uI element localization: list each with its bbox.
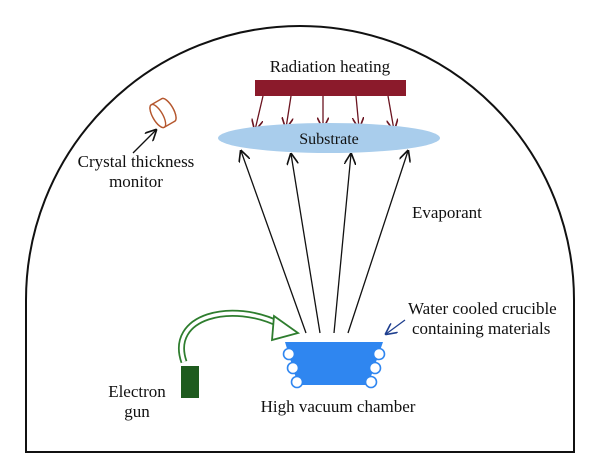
crystal-monitor-icon xyxy=(149,97,177,129)
substrate-ellipse xyxy=(218,123,440,153)
crucible-pointer-arrow xyxy=(386,319,406,334)
coil-left xyxy=(290,375,304,389)
chamber-label: High vacuum chamber xyxy=(261,397,416,416)
crystal-label-line2: monitor xyxy=(109,172,163,191)
crucible-label-line2: containing materials xyxy=(412,319,550,338)
evaporant-label: Evaporant xyxy=(412,203,482,222)
coil-right xyxy=(372,347,386,361)
evaporant-arrow xyxy=(291,154,321,334)
coil-right xyxy=(364,375,378,389)
substrate-label: Substrate xyxy=(299,131,359,148)
heat-arrow xyxy=(286,95,291,128)
cooling-coils xyxy=(282,347,386,389)
heat-arrow xyxy=(388,95,394,130)
electron-label-line1: Electron xyxy=(108,382,166,401)
coil-left xyxy=(282,347,296,361)
crystal-pointer-arrow xyxy=(132,130,156,154)
electron-gun xyxy=(181,366,199,398)
evaporant-arrow xyxy=(333,154,351,334)
vacuum-chamber-outline xyxy=(25,25,575,453)
electron-label-line2: gun xyxy=(124,402,150,421)
electron-beam-arrow xyxy=(178,309,301,364)
evaporant-arrow xyxy=(347,151,408,334)
coil-right xyxy=(368,361,382,375)
heat-arrow xyxy=(356,95,359,128)
coil-left xyxy=(286,361,300,375)
crucible-label-line1: Water cooled crucible xyxy=(408,299,557,318)
heat-arrow xyxy=(255,95,264,130)
evaporant-arrows xyxy=(241,151,408,334)
radiation-heater-bar xyxy=(255,80,406,96)
crystal-label-line1: Crystal thickness xyxy=(78,152,195,171)
radiation-heating-label: Radiation heating xyxy=(270,57,391,76)
heat-arrows xyxy=(255,95,394,130)
evaporant-arrow xyxy=(241,151,307,334)
crucible xyxy=(285,342,383,385)
